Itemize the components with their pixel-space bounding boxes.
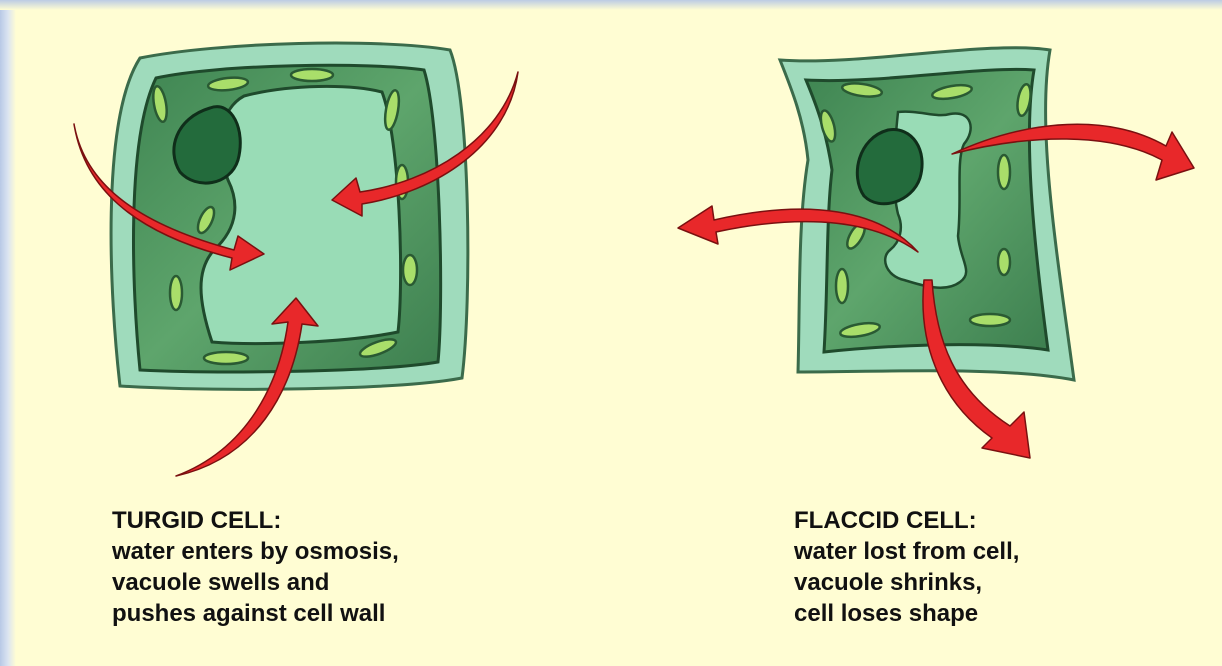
flaccid-line-3: cell loses shape [794, 598, 1019, 629]
turgid-line-1: water enters by osmosis, [112, 536, 399, 567]
flaccid-caption: FLACCID CELL: water lost from cell, vacu… [794, 505, 1019, 629]
turgid-line-2: vacuole swells and [112, 567, 399, 598]
turgid-cell [74, 43, 518, 476]
turgid-caption: TURGID CELL: water enters by osmosis, va… [112, 505, 399, 629]
flaccid-line-2: vacuole shrinks, [794, 567, 1019, 598]
turgid-line-3: pushes against cell wall [112, 598, 399, 629]
flaccid-title: FLACCID CELL: [794, 505, 1019, 536]
flaccid-cell [678, 48, 1194, 458]
turgid-title: TURGID CELL: [112, 505, 399, 536]
flaccid-line-1: water lost from cell, [794, 536, 1019, 567]
